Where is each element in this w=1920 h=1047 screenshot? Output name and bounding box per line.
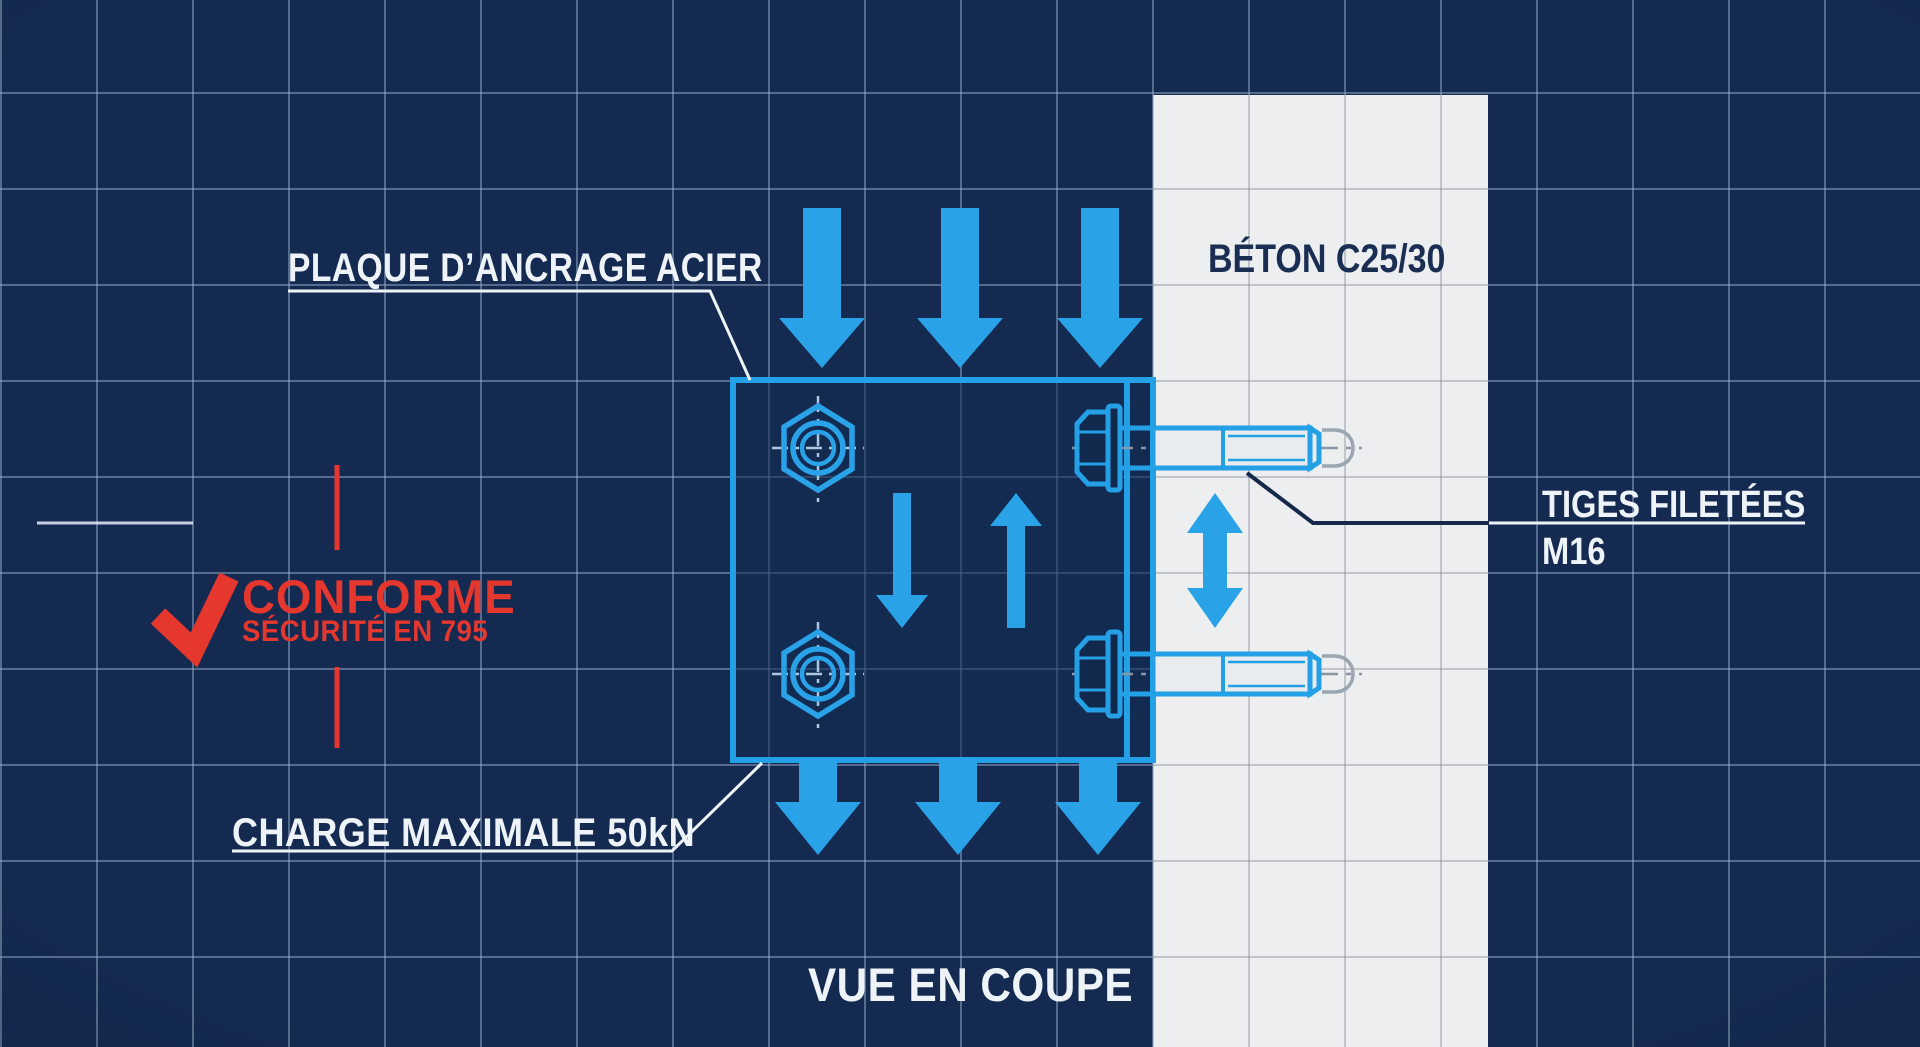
arrow-down-icon <box>876 493 928 628</box>
threaded-rods-label-line1: TIGES FILETÉES <box>1542 484 1806 526</box>
checkmark-icon <box>150 572 239 668</box>
leader-line-threaded-rods-dark <box>1245 471 1489 525</box>
view-caption: VUE EN COUPE <box>808 958 1134 1011</box>
double-arrow-vertical-icon <box>1187 493 1243 628</box>
shear-arrows <box>876 493 1042 628</box>
compliance-marks <box>150 465 340 748</box>
leader-line-max-load <box>232 761 764 853</box>
anchor-bolt-top <box>1074 403 1355 493</box>
concrete-label: BÉTON C25/30 <box>1208 237 1446 281</box>
hex-nut-top <box>772 396 864 502</box>
compliance-title: CONFORME <box>242 570 516 623</box>
arrow-down-icon <box>915 758 1001 855</box>
threaded-rods-label-line2: M16 <box>1542 531 1606 573</box>
anchor-plate-label: PLAQUE D’ANCRAGE ACIER <box>288 246 763 290</box>
load-arrows-bottom <box>775 758 1141 855</box>
arrow-down-icon <box>775 758 861 855</box>
arrow-down-icon <box>917 208 1003 368</box>
compliance-subtitle: SÉCURITÉ EN 795 <box>242 615 489 648</box>
max-load-label: CHARGE MAXIMALE 50kN <box>232 811 696 855</box>
leader-line-anchor-plate <box>288 289 752 381</box>
hidden-rod-end <box>1322 428 1355 468</box>
concrete-column <box>1153 95 1488 1047</box>
arrow-down-icon <box>779 208 865 368</box>
hidden-rod-end <box>1322 654 1355 694</box>
load-arrows-top <box>779 208 1143 368</box>
threaded-rods-label: TIGES FILETÉES M16 <box>1542 482 1805 576</box>
hex-nut-bottom <box>772 622 864 728</box>
arrow-down-icon <box>1055 758 1141 855</box>
arrow-up-icon <box>990 493 1042 628</box>
anchor-bolt-bottom <box>1074 629 1355 719</box>
arrow-down-icon <box>1057 208 1143 368</box>
